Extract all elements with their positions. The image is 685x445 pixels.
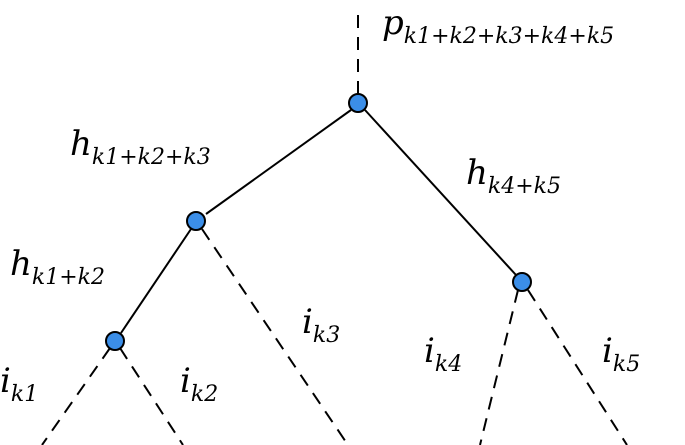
edge-root-to-right-node <box>364 109 517 276</box>
node-left <box>186 211 206 231</box>
label-root-output-base: p <box>382 3 404 43</box>
label-leaf-k4-base: i <box>424 331 435 371</box>
label-edge-left-upper-subscript: k1+k2+k3 <box>92 145 211 170</box>
label-leaf-k2-subscript: k2 <box>191 382 218 407</box>
label-edge-right-upper: hk4+k5 <box>466 153 561 199</box>
label-leaf-k5-base: i <box>602 331 613 371</box>
node-lower <box>105 331 125 351</box>
label-leaf-k3-base: i <box>302 302 313 342</box>
label-edge-left-lower-base: h <box>10 244 32 284</box>
label-leaf-k2-base: i <box>180 361 191 401</box>
edge-leaf-k2 <box>119 347 184 445</box>
label-leaf-k3-subscript: k3 <box>313 323 340 348</box>
label-leaf-k1-subscript: k1 <box>11 382 38 407</box>
label-leaf-k2: ik2 <box>180 361 218 407</box>
label-edge-left-upper-base: h <box>70 124 92 164</box>
label-leaf-k1-base: i <box>0 361 11 401</box>
edge-leaf-k1 <box>41 347 111 445</box>
label-root-output-subscript: k1+k2+k3+k4+k5 <box>404 24 614 49</box>
label-leaf-k5: ik5 <box>602 331 640 377</box>
label-root-output: pk1+k2+k3+k4+k5 <box>382 3 614 49</box>
label-edge-right-upper-base: h <box>466 153 488 193</box>
node-root <box>348 93 368 113</box>
label-edge-left-lower: hk1+k2 <box>10 244 105 290</box>
label-edge-right-upper-subscript: k4+k5 <box>488 174 561 199</box>
label-edge-left-upper: hk1+k2+k3 <box>70 124 211 170</box>
label-leaf-k4-subscript: k4 <box>435 352 462 377</box>
label-leaf-k5-subscript: k5 <box>613 352 640 377</box>
edge-leaf-k5 <box>527 289 628 445</box>
label-leaf-k3: ik3 <box>302 302 340 348</box>
label-leaf-k1: ik1 <box>0 361 38 407</box>
edge-leaf-k4 <box>479 289 519 445</box>
edge-left-node-to-lower-node <box>120 228 192 334</box>
node-right <box>512 272 532 292</box>
label-edge-left-lower-subscript: k1+k2 <box>32 265 105 290</box>
edge-root-to-left-node <box>205 109 352 215</box>
label-leaf-k4: ik4 <box>424 331 462 377</box>
